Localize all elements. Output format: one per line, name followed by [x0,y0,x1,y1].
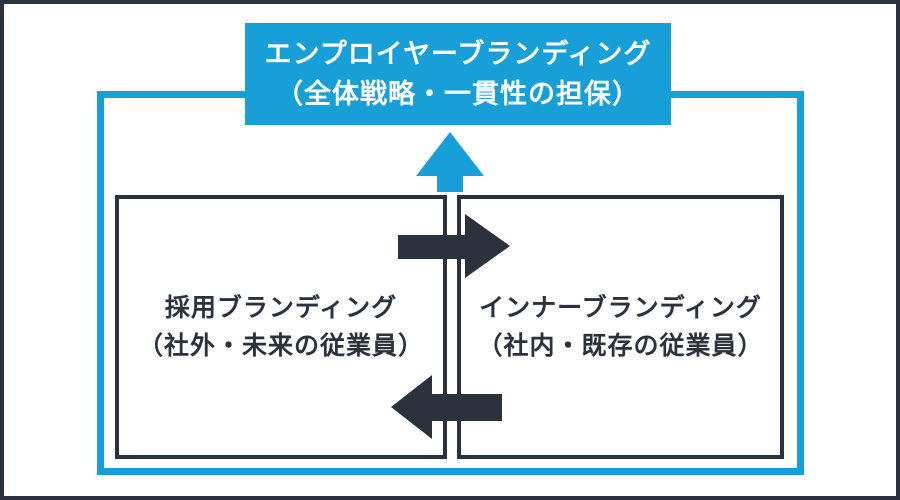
inner-branding-line2: （社内・既存の従業員） [477,332,764,360]
recruitment-branding-box: 採用ブランディング （社外・未来の従業員） [115,195,447,459]
recruitment-branding-line2: （社外・未来の従業員） [137,332,424,360]
inner-branding-line1: インナーブランディング [479,294,762,322]
employer-branding-box: エンプロイヤーブランディング （全体戦略・一貫性の担保） [245,23,671,125]
employer-branding-title-line1: エンプロイヤーブランディング [264,39,652,69]
recruitment-branding-line1: 採用ブランディング [164,294,398,322]
inner-branding-box: インナーブランディング （社内・既存の従業員） [457,195,784,459]
employer-branding-title-line2: （全体戦略・一貫性の担保） [276,79,640,109]
